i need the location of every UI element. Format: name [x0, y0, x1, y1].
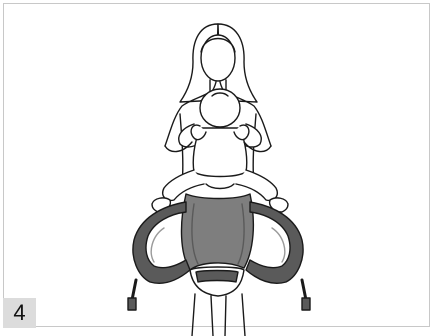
instruction-panel: [3, 3, 430, 327]
baby-figure: [152, 89, 288, 212]
step-number-badge: 4: [3, 298, 36, 328]
carrier-illustration: [4, 4, 435, 336]
